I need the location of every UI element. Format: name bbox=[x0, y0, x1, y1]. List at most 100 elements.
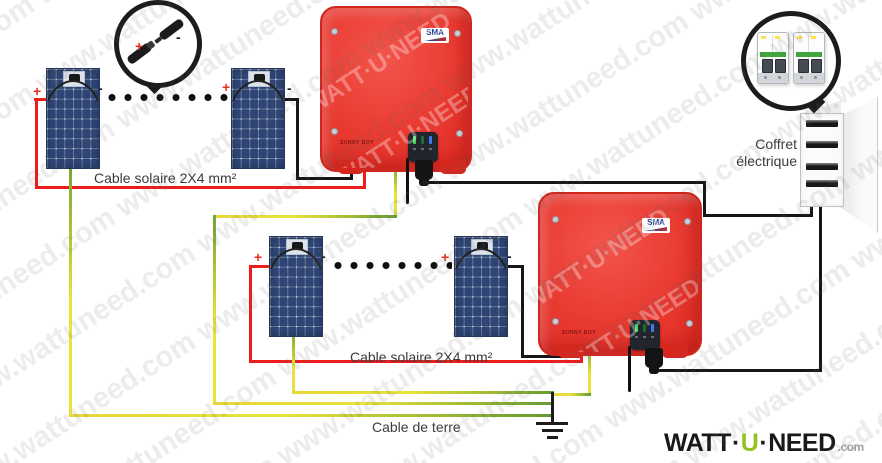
wire-string2-negative-stub bbox=[506, 265, 524, 268]
series-link-dots-string2 bbox=[330, 261, 452, 270]
inverter-foot bbox=[558, 344, 584, 358]
logo-com: .com bbox=[837, 440, 865, 454]
screw-icon bbox=[684, 218, 691, 225]
polarity-minus-panel2: - bbox=[287, 80, 292, 96]
screw-icon bbox=[552, 216, 559, 223]
junction-box-connector bbox=[291, 242, 303, 250]
din-rail-row bbox=[806, 180, 838, 187]
polarity-plus-panel4: + bbox=[441, 249, 450, 265]
polarity-minus-panel3: - bbox=[321, 248, 326, 264]
led-status-panel bbox=[408, 132, 438, 162]
breaker-label-chip bbox=[761, 36, 766, 39]
wire-earth-panel1-down bbox=[69, 160, 72, 417]
logo-dot: · bbox=[731, 429, 740, 457]
sma-logo: SMA bbox=[642, 218, 670, 233]
breaker-toggle bbox=[811, 59, 822, 73]
earth-symbol-bar2 bbox=[542, 429, 563, 432]
breaker-label-chip bbox=[775, 36, 780, 39]
series-link-dots-string1 bbox=[104, 93, 232, 102]
led-dim-icon bbox=[421, 136, 424, 144]
led-blue-icon bbox=[429, 136, 432, 144]
circuit-breaker-1 bbox=[757, 32, 789, 84]
led-mark bbox=[651, 336, 654, 338]
wire-ac1-cabinet-entry bbox=[810, 201, 813, 217]
label-coffret-electrique: Coffret électrique bbox=[705, 136, 797, 170]
din-rail-row bbox=[806, 163, 838, 170]
label-cable-solaire-string2: Cable solaire 2X4 mm² bbox=[350, 349, 493, 365]
wire-string1-negative-run bbox=[296, 177, 353, 180]
led-status-panel bbox=[630, 320, 660, 350]
inverter-foot bbox=[662, 344, 688, 358]
wire-earth-inverter1-down bbox=[213, 215, 216, 405]
solar-panel-4 bbox=[454, 236, 508, 337]
ac-connector bbox=[645, 348, 663, 374]
wire-ac2-run bbox=[651, 369, 822, 372]
breaker-toggle bbox=[762, 59, 773, 73]
cabinet-door bbox=[840, 97, 878, 233]
logo-need: NEED bbox=[768, 429, 836, 457]
wire-string1-positive-run bbox=[35, 186, 366, 189]
mc4-connector-detail-circle: + - bbox=[114, 0, 202, 88]
solar-panel-1 bbox=[46, 68, 100, 169]
logo-u: U bbox=[740, 429, 759, 457]
wire-string1-negative-down bbox=[296, 98, 299, 180]
electrical-cabinet bbox=[800, 113, 844, 207]
earth-symbol-stem bbox=[551, 392, 554, 423]
wire-string2-positive-down bbox=[249, 265, 252, 363]
solar-panel-2 bbox=[231, 68, 285, 169]
wire-ac2-cabinet-down bbox=[819, 201, 822, 372]
breaker-label-chip bbox=[797, 36, 802, 39]
polarity-plus-panel3: + bbox=[254, 249, 263, 265]
label-cable-solaire-string1: Cable solaire 2X4 mm² bbox=[94, 170, 237, 186]
led-mark bbox=[413, 148, 416, 150]
screw-icon bbox=[552, 318, 559, 325]
led-dim-icon bbox=[643, 324, 646, 332]
inverter-foot bbox=[338, 160, 364, 174]
label-coffret-line2: électrique bbox=[736, 153, 797, 169]
wire-string2-negative-down bbox=[521, 265, 524, 358]
polarity-minus-panel4: - bbox=[507, 248, 512, 264]
breaker-seam bbox=[808, 35, 809, 81]
ac-connector bbox=[415, 160, 433, 186]
wire-string1-positive-stub bbox=[34, 98, 48, 101]
din-rail-row bbox=[806, 141, 838, 148]
wire-earth-panel1-run bbox=[69, 414, 553, 417]
label-cable-de-terre: Cable de terre bbox=[372, 419, 461, 435]
screw-icon bbox=[331, 128, 338, 135]
junction-box-connector bbox=[68, 74, 80, 82]
breaker-terminal-dot bbox=[778, 76, 781, 79]
inverter-1: SMA SUNNY BOY bbox=[320, 6, 472, 204]
polarity-minus-panel1: - bbox=[98, 80, 103, 96]
wifi-antenna-icon bbox=[628, 346, 631, 392]
circuit-breaker-2 bbox=[793, 32, 825, 84]
wire-string1-positive-down bbox=[35, 98, 38, 189]
breaker-detail-circle bbox=[741, 11, 841, 111]
screw-icon bbox=[454, 30, 461, 37]
wire-earth-inverter2-run bbox=[552, 393, 591, 396]
wattuneed-logo: WATT·U·NEED.com bbox=[664, 429, 864, 458]
breaker-seam bbox=[772, 35, 773, 81]
screw-icon bbox=[456, 130, 463, 137]
breaker-toggle bbox=[798, 59, 809, 73]
sunny-boy-label: SUNNY BOY bbox=[340, 140, 375, 146]
wire-ac1-down bbox=[703, 181, 706, 217]
led-blue-icon bbox=[651, 324, 654, 332]
sunny-boy-label: SUNNY BOY bbox=[562, 330, 597, 336]
label-coffret-line1: Coffret bbox=[755, 136, 797, 152]
led-mark bbox=[429, 148, 432, 150]
wifi-antenna-icon bbox=[406, 158, 409, 204]
panel-lead-wires bbox=[455, 248, 507, 270]
breaker-terminal-dot bbox=[764, 76, 767, 79]
breaker-base bbox=[758, 73, 788, 83]
wire-earth-inverter2-down bbox=[588, 346, 591, 396]
wire-earth-inverter1-run bbox=[213, 402, 554, 405]
junction-box-connector bbox=[253, 74, 265, 82]
breaker-base bbox=[794, 73, 824, 83]
polarity-plus-panel2: + bbox=[222, 79, 231, 95]
breaker-terminal-dot bbox=[800, 76, 803, 79]
polarity-plus-panel1: + bbox=[33, 83, 42, 99]
breaker-toggle bbox=[775, 59, 786, 73]
earth-symbol-bar1 bbox=[536, 422, 568, 425]
led-mark bbox=[643, 336, 646, 338]
breaker-terminal-dot bbox=[814, 76, 817, 79]
